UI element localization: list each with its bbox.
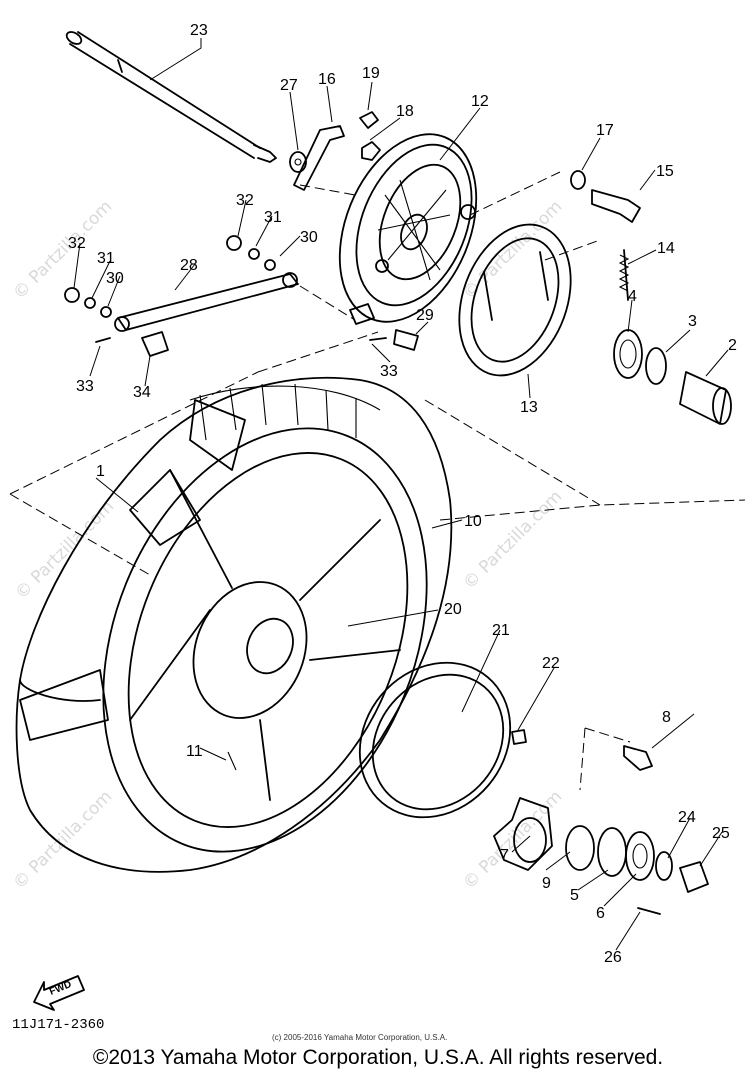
callout-label: 11 [186,743,203,760]
callout-label: 20 [444,601,462,618]
callout-label: 29 [416,307,434,324]
callout-label: 24 [678,809,696,826]
callout-label: 21 [492,622,510,639]
callout-label: 28 [180,257,198,274]
callout-label: 4 [628,288,637,305]
callout-label: 32 [68,235,86,252]
callout-label: 31 [264,209,282,226]
callout-label: 33 [380,363,398,380]
callout-label: 19 [362,65,380,82]
brake-shoes [458,223,630,377]
wheel-tire [15,376,453,873]
drum-ring [358,661,512,819]
fwd-arrow: FWD [33,975,85,1011]
axle [65,31,277,163]
assembly-lines [9,171,746,791]
callout-label: 8 [662,709,671,726]
callout-label: 25 [712,825,730,842]
hub-parts [493,729,709,915]
top-hardware [289,111,381,191]
callout-label: 5 [570,887,579,904]
callout-label: 9 [542,875,551,892]
callout-label: 30 [106,270,124,287]
fwd-label: FWD [48,979,73,998]
callout-label: 26 [604,949,622,966]
callout-label: 27 [280,77,298,94]
callout-label: 13 [520,399,538,416]
callout-label: 32 [236,192,254,209]
callout-label: 14 [657,240,675,257]
callout-label: 16 [318,71,336,88]
callout-label: 18 [396,103,414,120]
brake-cam [570,170,641,223]
callout-label: 31 [97,250,115,267]
callout-label: 10 [464,513,482,530]
torque-arm [64,235,419,357]
footer-copyright: ©2013 Yamaha Motor Corporation, U.S.A. A… [92,1046,664,1069]
callout-label: 1 [96,463,105,480]
watermark: © Partzilla.com [11,497,118,604]
callout-label: 3 [688,313,697,330]
callout-label: 2 [728,337,737,354]
callout-label: 6 [596,905,605,922]
brake-panel [338,133,478,325]
bearings-right [613,329,732,425]
callout-label: 23 [190,22,208,39]
watermark: © Partzilla.com [459,487,566,594]
callout-label: 12 [471,93,489,110]
watermarks: © Partzilla.com © Partzilla.com © Partzi… [9,197,566,894]
diagram-code: 11J171-2360 [12,1017,104,1033]
watermark: © Partzilla.com [9,787,116,894]
callout-label: 7 [500,847,509,864]
leader-lines [73,38,729,951]
callout-label: 22 [542,655,560,672]
callout-label: 30 [300,229,318,246]
callout-label: 17 [596,122,614,139]
small-copyright: (c) 2005-2016 Yamaha Motor Corporation, … [272,1033,447,1042]
callout-label: 15 [656,163,674,180]
callout-label: 33 [76,378,94,395]
callout-numbers: 1 2 3 4 5 6 7 8 9 10 11 12 13 14 15 16 1… [68,22,737,966]
callout-label: 34 [133,384,151,401]
